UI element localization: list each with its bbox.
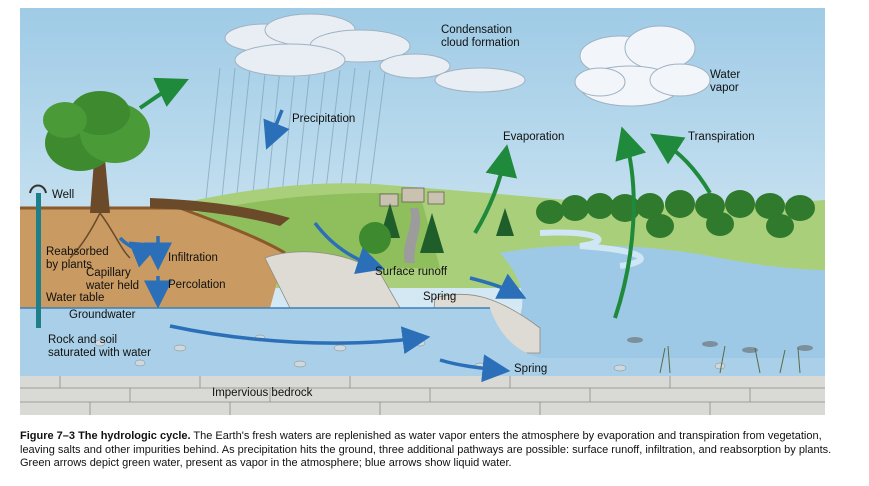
- label-infiltration: Infiltration: [168, 252, 218, 264]
- label-groundwater: Groundwater: [69, 309, 136, 321]
- reeds: [659, 345, 801, 374]
- figure-label: Figure 7–3 The hydrologic cycle.: [20, 430, 191, 442]
- caption-text: The Earth's fresh waters are replenished…: [20, 430, 832, 469]
- label-spring-upper: Spring: [423, 291, 457, 303]
- label-reabsorbed: Reabsorbed: [46, 246, 109, 258]
- label-water-held: water held: [86, 280, 140, 292]
- diagram-artwork: [20, 8, 825, 415]
- forest: [536, 190, 815, 238]
- label-water: Water: [710, 69, 741, 81]
- label-condensation: Condensation: [441, 24, 512, 36]
- fish: [627, 337, 813, 353]
- hydrologic-cycle-diagram: Condensation cloud formation Water vapor…: [20, 8, 825, 415]
- label-rock-and-soil: Rock and soil: [48, 334, 118, 346]
- label-cloud-formation: cloud formation: [441, 37, 520, 49]
- label-by-plants: by plants: [46, 259, 93, 271]
- figure-caption: Figure 7–3 The hydrologic cycle. The Ear…: [20, 430, 850, 471]
- oak-tree: [43, 91, 150, 259]
- label-transpiration: Transpiration: [688, 131, 755, 143]
- label-spring-lower: Spring: [514, 363, 548, 375]
- label-vapor: vapor: [710, 82, 739, 94]
- farm: [379, 187, 445, 207]
- label-well: Well: [52, 189, 75, 201]
- road: [403, 208, 421, 263]
- condensation-cloud: [224, 13, 526, 93]
- label-impervious-bedrock: Impervious bedrock: [212, 387, 313, 399]
- green-water-arrows: [138, 77, 712, 319]
- blue-water-arrows: [118, 109, 527, 383]
- label-surface-runoff: Surface runoff: [375, 266, 448, 278]
- bedrock: [20, 376, 825, 415]
- label-water-table: Water table: [46, 292, 105, 304]
- water-vapor-cloud: [574, 25, 711, 107]
- well-pipe: [36, 193, 41, 328]
- label-precipitation: Precipitation: [292, 113, 356, 125]
- label-evaporation: Evaporation: [503, 131, 565, 143]
- label-capillary: Capillary: [86, 267, 131, 279]
- label-saturated-with-water: saturated with water: [48, 347, 151, 359]
- lake: [490, 245, 825, 358]
- rain: [204, 67, 386, 224]
- label-percolation: Percolation: [168, 279, 226, 291]
